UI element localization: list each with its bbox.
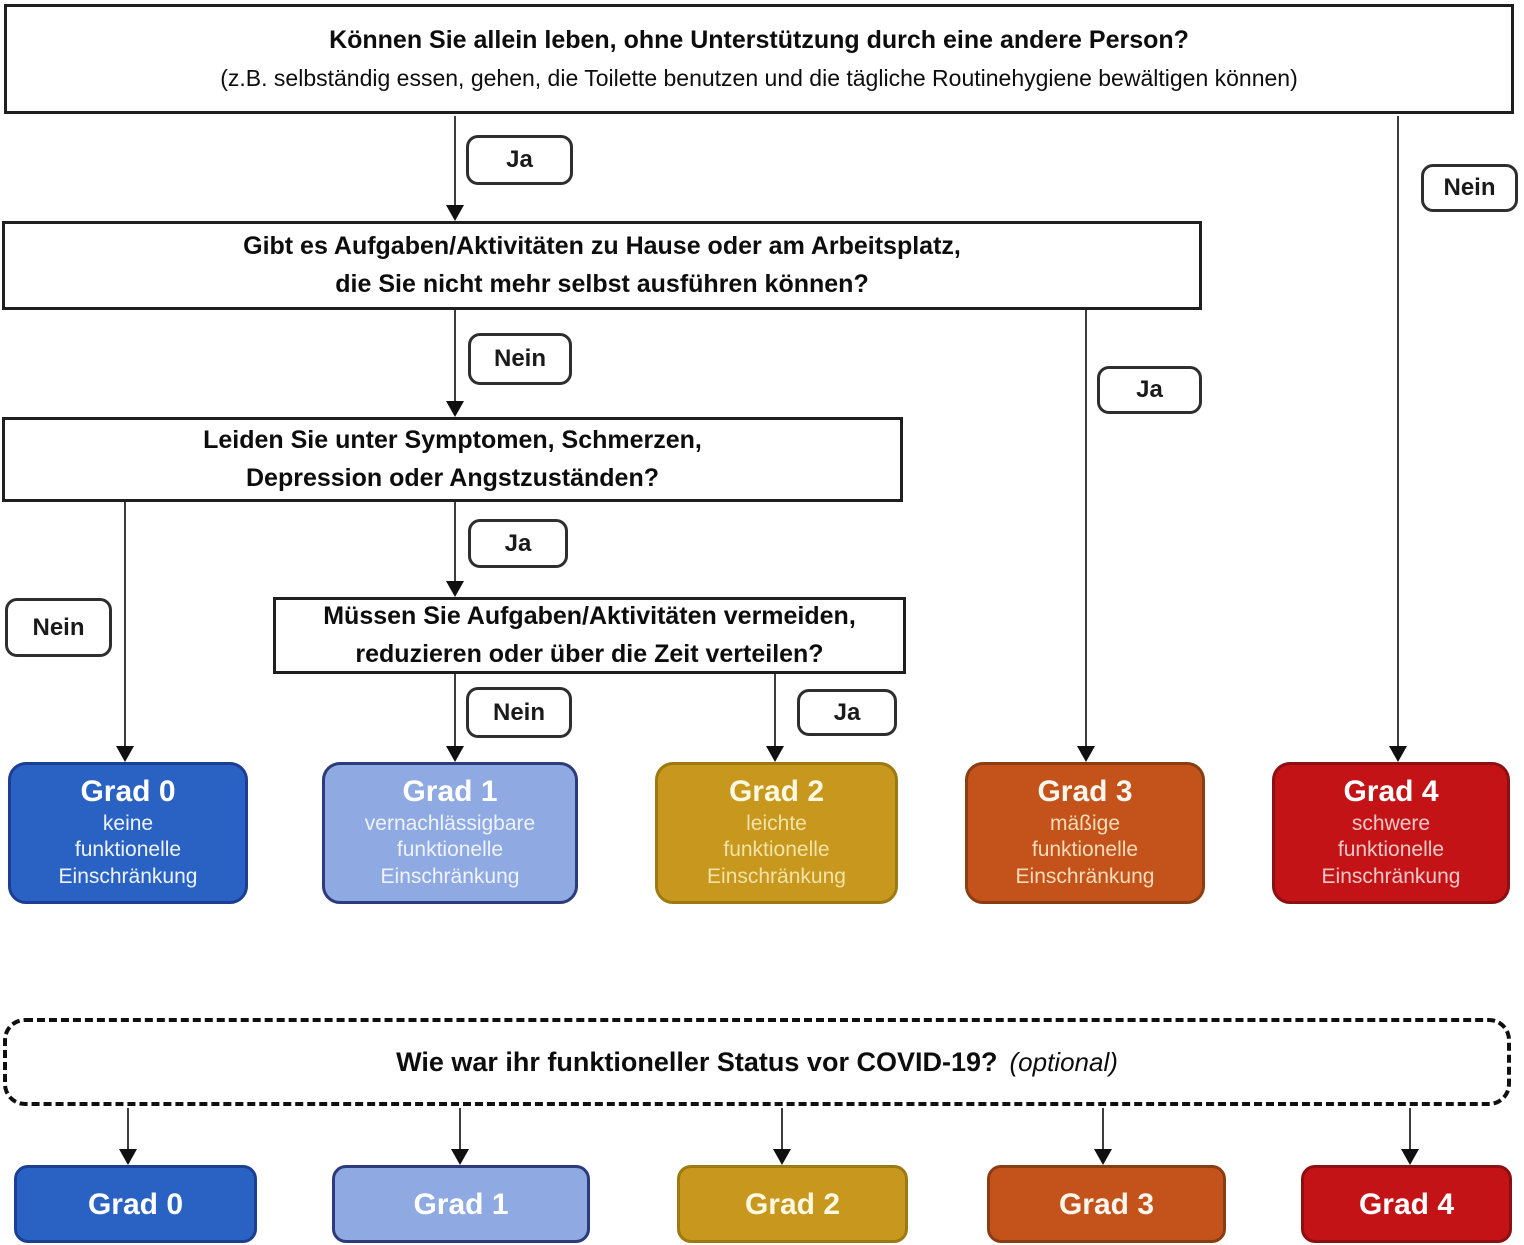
question-line: Depression oder Angstzuständen? <box>245 463 659 492</box>
question-box-live-alone: Können Sie allein leben, ohne Unterstütz… <box>4 4 1514 114</box>
grade-box-1: Grad 1 vernachlässigbare funktionelle Ei… <box>322 762 578 904</box>
question-line: Gibt es Aufgaben/Aktivitäten zu Hause od… <box>243 232 961 260</box>
grade-description: keine funktionelle Einschränkung <box>59 811 198 890</box>
connector-line <box>1397 116 1399 748</box>
arrowhead-icon <box>1401 1149 1419 1165</box>
connector-line <box>127 1108 129 1149</box>
answer-badge-nein-grad1: Nein <box>466 687 572 738</box>
grade-desc-line: funktionelle <box>723 838 830 862</box>
arrowhead-icon <box>451 1149 469 1165</box>
question-box-tasks-not-possible: Gibt es Aufgaben/Aktivitäten zu Hause od… <box>2 221 1202 310</box>
grade-label: Grad 2 <box>728 775 825 808</box>
arrowhead-icon <box>116 746 134 762</box>
grade-box-3: Grad 3 mäßige funktionelle Einschränkung <box>965 762 1205 904</box>
grade-box-2: Grad 2 leichte funktionelle Einschränkun… <box>655 762 898 904</box>
grade-desc-line: leichte <box>746 812 807 835</box>
answer-badge-nein-2: Nein <box>468 333 572 385</box>
arrowhead-icon <box>1077 746 1095 762</box>
grade-desc-line: schwere <box>1351 812 1431 835</box>
grade-desc-line: funktionelle <box>74 838 182 862</box>
arrowhead-icon <box>446 401 464 417</box>
connector-line <box>459 1108 461 1149</box>
grade-box-0: Grad 0 keine funktionelle Einschränkung <box>8 762 248 904</box>
grade-box-4: Grad 4 schwere funktionelle Einschränkun… <box>1272 762 1510 904</box>
arrowhead-icon <box>119 1149 137 1165</box>
optional-question-title: Wie war ihr funktioneller Status vor COV… <box>396 1046 998 1077</box>
grade-desc-line: keine <box>102 812 154 835</box>
pre-covid-grade-box-1: Grad 1 <box>332 1165 590 1243</box>
connector-line <box>1085 310 1087 748</box>
grade-desc-line: Einschränkung <box>1321 864 1461 888</box>
grade-description: vernachlässigbare funktionelle Einschrän… <box>365 811 535 890</box>
grade-desc-line: Einschränkung <box>1015 864 1155 888</box>
badge-label: Ja <box>833 698 861 726</box>
badge-label: Ja <box>1136 376 1163 403</box>
connector-line <box>124 502 126 748</box>
answer-badge-nein-grad4: Nein <box>1421 164 1518 212</box>
grade-label: Grad 1 <box>413 1187 509 1221</box>
grade-desc-line: Einschränkung <box>380 864 520 888</box>
answer-badge-nein-grad0: Nein <box>5 598 112 657</box>
grade-desc-line: funktionelle <box>1031 838 1139 862</box>
grade-label: Grad 2 <box>744 1187 841 1221</box>
grade-desc-line: mäßige <box>1049 812 1120 835</box>
badge-label: Nein <box>492 698 545 726</box>
badge-label: Ja <box>506 146 533 173</box>
grade-label: Grad 3 <box>1058 1187 1155 1221</box>
grade-label: Grad 3 <box>1037 775 1133 808</box>
connector-line <box>781 1108 783 1149</box>
pre-covid-grade-box-4: Grad 4 <box>1301 1165 1512 1243</box>
connector-line <box>454 674 456 748</box>
grade-label: Grad 1 <box>402 775 498 808</box>
optional-question-suffix: (optional) <box>1009 1046 1118 1077</box>
connector-line <box>1409 1108 1411 1149</box>
answer-badge-ja-3: Ja <box>468 519 568 568</box>
arrowhead-icon <box>446 746 464 762</box>
question-title: Können Sie allein leben, ohne Unterstütz… <box>329 26 1189 55</box>
connector-line <box>454 310 456 412</box>
arrowhead-icon <box>773 1149 791 1165</box>
grade-desc-line: funktionelle <box>1337 838 1445 862</box>
grade-desc-line: Einschränkung <box>58 864 198 888</box>
badge-label: Nein <box>1443 174 1496 201</box>
arrowhead-icon <box>446 205 464 221</box>
badge-label: Nein <box>493 345 546 372</box>
connector-line <box>454 502 456 592</box>
badge-label: Ja <box>504 529 532 557</box>
question-line: die Sie nicht mehr selbst ausführen könn… <box>335 269 869 298</box>
connector-line <box>774 674 776 748</box>
arrowhead-icon <box>446 581 464 597</box>
pre-covid-grade-box-0: Grad 0 <box>14 1165 257 1243</box>
grade-label: Grad 4 <box>1358 1187 1455 1221</box>
pre-covid-grade-box-3: Grad 3 <box>987 1165 1226 1243</box>
grade-label: Grad 0 <box>87 1187 184 1221</box>
pre-covid-grade-box-2: Grad 2 <box>677 1165 908 1243</box>
question-line: reduzieren oder über die Zeit verteilen? <box>355 639 824 668</box>
optional-question-box: Wie war ihr funktioneller Status vor COV… <box>3 1018 1511 1106</box>
answer-badge-ja-grad2: Ja <box>797 689 897 736</box>
question-line: Leiden Sie unter Symptomen, Schmerzen, <box>203 426 702 454</box>
grade-label: Grad 4 <box>1343 775 1439 808</box>
answer-badge-ja-grad3: Ja <box>1097 366 1202 414</box>
connector-line <box>454 116 456 216</box>
grade-description: leichte funktionelle Einschränkung <box>707 811 846 890</box>
badge-label: Nein <box>32 613 85 641</box>
answer-badge-ja-1: Ja <box>466 135 573 185</box>
grade-desc-line: Einschränkung <box>707 864 846 888</box>
question-box-avoid-tasks: Müssen Sie Aufgaben/Aktivitäten vermeide… <box>273 597 906 674</box>
grade-description: mäßige funktionelle Einschränkung <box>1016 811 1155 890</box>
connector-line <box>1102 1108 1104 1149</box>
arrowhead-icon <box>766 746 784 762</box>
grade-desc-line: vernachlässigbare <box>364 812 536 835</box>
grade-desc-line: funktionelle <box>396 838 504 862</box>
arrowhead-icon <box>1389 746 1407 762</box>
question-subtitle: (z.B. selbständig essen, gehen, die Toil… <box>220 64 1298 91</box>
question-line: Müssen Sie Aufgaben/Aktivitäten vermeide… <box>323 602 856 630</box>
question-box-symptoms: Leiden Sie unter Symptomen, Schmerzen, D… <box>2 417 903 502</box>
arrowhead-icon <box>1094 1149 1112 1165</box>
grade-description: schwere funktionelle Einschränkung <box>1322 811 1461 890</box>
grade-label: Grad 0 <box>80 775 176 808</box>
